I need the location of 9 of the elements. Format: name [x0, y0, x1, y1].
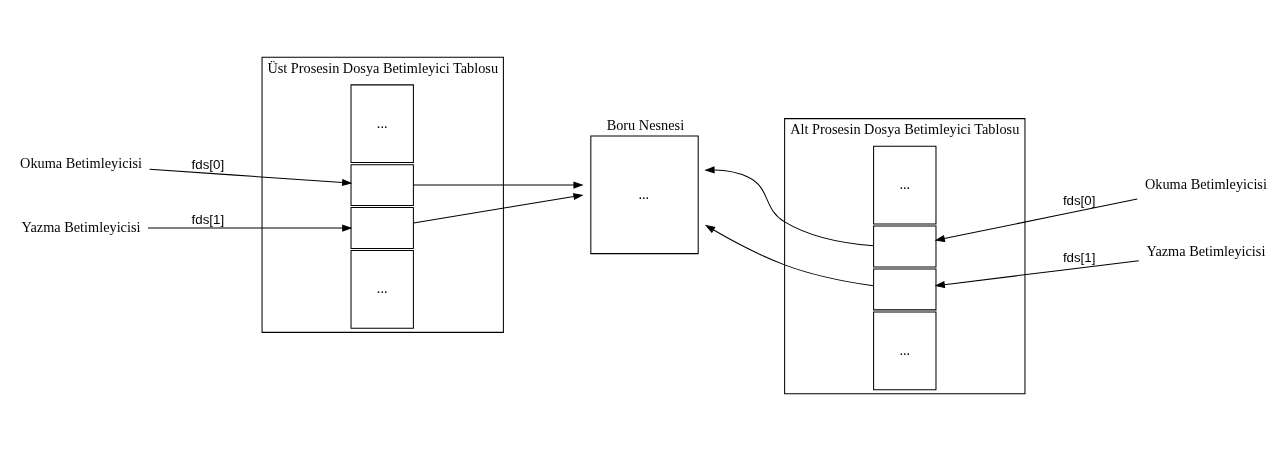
node-text: Okuma Betimleyicisi: [1145, 175, 1267, 192]
edge-label: fds[1]: [1062, 249, 1096, 265]
node-text: Yazma Betimleyicisi: [21, 218, 141, 235]
node-text: Yazma Betimleyicisi: [1146, 242, 1266, 259]
edge-label: fds[1]: [191, 211, 225, 227]
edge-label: fds[0]: [191, 156, 225, 172]
node-label: Boru Nesnesi: [606, 116, 685, 133]
node-text: Okuma Betimleyicisi: [20, 154, 142, 171]
edge-label: fds[0]: [1062, 192, 1096, 208]
